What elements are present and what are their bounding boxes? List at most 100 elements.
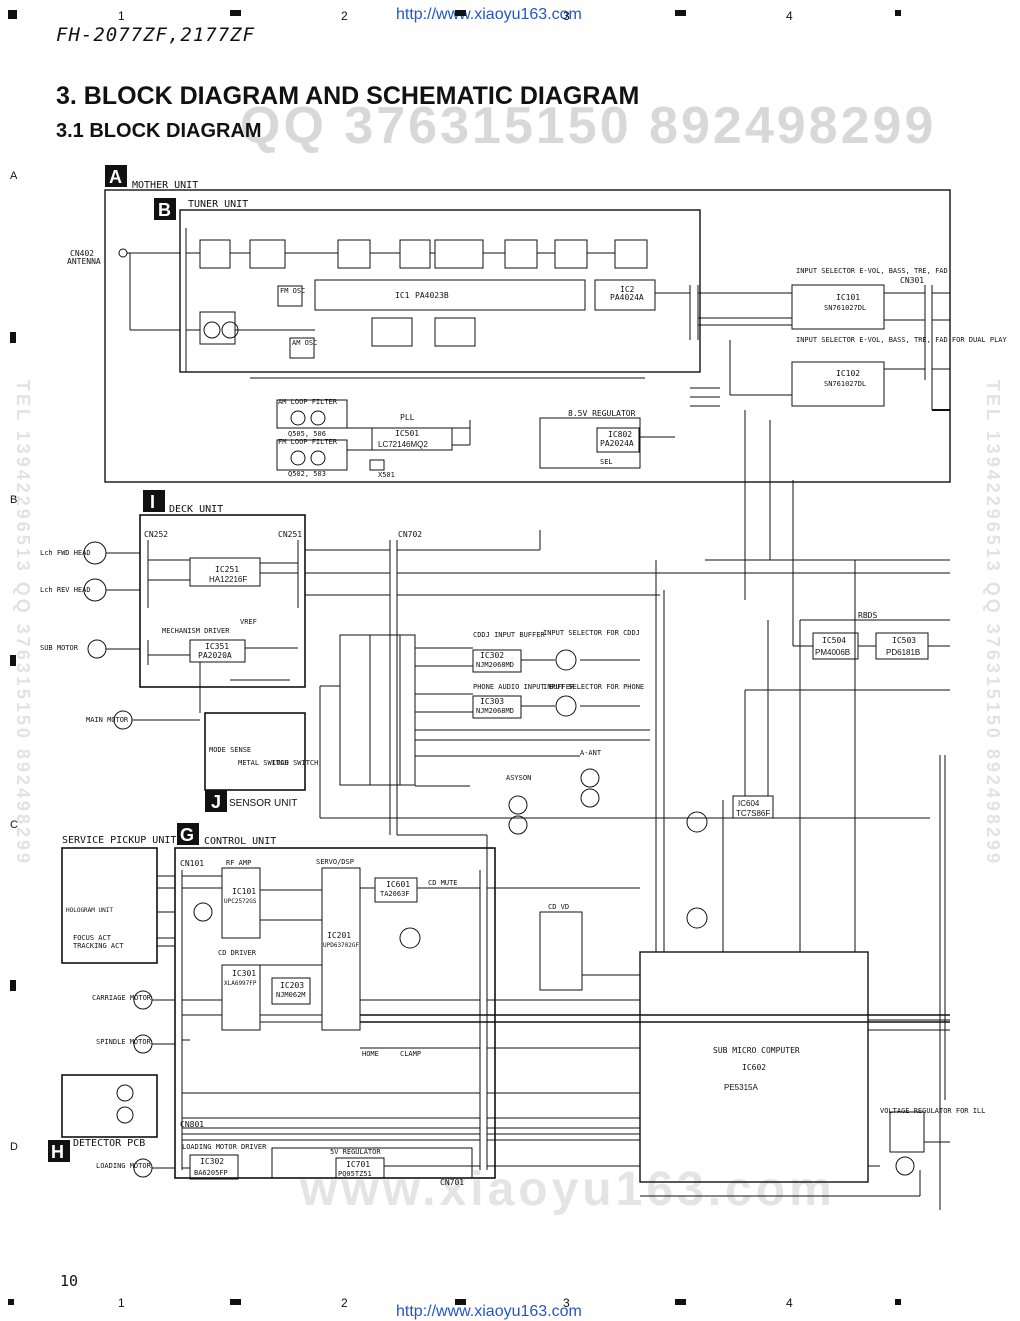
ruler-mark (8, 1299, 14, 1305)
am-osc-block (289, 337, 315, 359)
ic303-ref: IC303 (480, 697, 504, 706)
cn801-label: CN801 (180, 1120, 204, 1129)
ic501-block (371, 427, 453, 451)
cd-driver-label: CD DRIVER (218, 949, 257, 957)
hologram-label: HOLOGRAM UNIT (66, 907, 113, 914)
source-url-bottom: http://www.xiaoyu163.com (396, 1303, 582, 1320)
load-switch-label: LOAD SWITCH (272, 759, 318, 767)
ruler-mark (8, 10, 17, 19)
ic302-block (472, 649, 522, 673)
cn702-label: CN702 (398, 530, 422, 539)
pickup-unit-box (61, 847, 158, 964)
ic503-part: PD6181B (886, 648, 920, 657)
cn402-label: CN402 (70, 249, 94, 258)
vref-label: VREF (240, 618, 257, 626)
ic101-block (791, 284, 885, 330)
watermark-side-right: TEL 13942296513 QQ 376315150 892498299 (983, 380, 1003, 866)
q502-label: Q502, 503 (288, 470, 326, 478)
source-url-top: http://www.xiaoyu163.com (396, 6, 582, 23)
ic604-ref: IC604 (738, 799, 760, 808)
cd-vd-box (539, 911, 583, 991)
am-loop-box (276, 399, 348, 429)
ic351-part: PA2020A (198, 651, 232, 660)
ic604-part: TC7S86F (736, 809, 770, 818)
ic1-ref: IC1 (395, 291, 410, 300)
mother-unit-label: MOTHER UNIT (132, 180, 198, 191)
fm-osc-block (277, 285, 303, 307)
detector-pcb-box (61, 1074, 158, 1138)
sensor-unit-label: SENSOR UNIT (229, 798, 297, 809)
ruler-row-c: C (10, 819, 18, 831)
input-selector-1-label: INPUT SELECTOR E-VOL, BASS, TRE, FAD (796, 267, 948, 275)
clamp-label: CLAMP (400, 1050, 421, 1058)
loading-motor-label: LOADING MOTOR (96, 1162, 152, 1170)
ic1-part: PA4023B (415, 291, 449, 300)
ic201-part: UPD63702GF (323, 942, 360, 949)
ic701-part: PQ05TZ51 (338, 1170, 372, 1178)
ruler-mark (10, 332, 16, 343)
svg-text:I: I (150, 492, 155, 512)
ic601-ref: IC601 (386, 880, 410, 889)
ic601-block (374, 877, 418, 903)
ic203-ref: IC203 (280, 981, 304, 990)
main-motor-label: MAIN MOTOR (86, 716, 129, 724)
fm-loop-box (276, 439, 348, 471)
subsection-title: 3.1 BLOCK DIAGRAM (56, 120, 262, 142)
ic302-part: NJM2068MD (476, 661, 514, 669)
model-number: FH-2077ZF,2177ZF (56, 24, 256, 46)
deck-unit-box (139, 514, 306, 688)
ic251-part: HA12216F (209, 575, 247, 584)
a-ant-label: A-ANT (580, 749, 602, 757)
antenna-label: ANTENNA (67, 257, 101, 266)
ic302-ref: IC302 (480, 651, 504, 660)
unit-badges: A B I J G H (48, 165, 227, 1162)
svg-text:B: B (158, 200, 171, 220)
ic602-block (639, 951, 869, 1183)
mech-driver-label: MECHANISM DRIVER (162, 627, 230, 635)
ic802-part: PA2024A (600, 439, 634, 448)
ic101-cd-part: UPC2572GS (224, 898, 257, 905)
ruler-mark (455, 10, 466, 16)
fm-loop-label: FM LOOP FILTER (278, 438, 338, 446)
cd-mute-label: CD MUTE (428, 879, 458, 887)
ruler-col-4-bottom: 4 (786, 1296, 793, 1310)
cn101-label: CN101 (180, 859, 204, 868)
ic501-part: LC72146MQ2 (378, 440, 428, 449)
j3-connector (339, 634, 416, 786)
ruler-row-a: A (10, 170, 18, 182)
watermark-top: QQ 376315150 892498299 (240, 97, 937, 155)
ic802-ref: IC802 (608, 430, 632, 439)
x501-label: X501 (378, 471, 395, 479)
q505-label: Q505, 506 (288, 430, 326, 438)
ic101-part: SN761027DL (824, 304, 866, 312)
section-title: 3. BLOCK DIAGRAM AND SCHEMATIC DIAGRAM (56, 82, 640, 110)
cd-vd-label: CD VD (548, 903, 569, 911)
sub-motor-label: SUB MOTOR (40, 644, 79, 652)
metal-switch-label: METAL SWITCH (238, 759, 289, 767)
ic101-ref: IC101 (836, 293, 860, 302)
ic303-block (472, 695, 522, 719)
rf-amp-label: RF AMP (226, 859, 251, 867)
watermark-footer: www.xiaoyu163.com (300, 1163, 836, 1216)
ic351-block (189, 639, 246, 663)
ic302-loading-block (189, 1154, 239, 1180)
ic701-ref: IC701 (346, 1160, 370, 1169)
ruler-mark (895, 10, 901, 16)
ruler-row-d: D (10, 1141, 18, 1153)
ic102-part: SN761027DL (824, 380, 866, 388)
ic301-block (221, 964, 261, 1031)
sel-cddj-label: INPUT SELECTOR FOR CDDJ (543, 629, 640, 637)
page-number: 10 (60, 1272, 79, 1290)
svg-text:J: J (211, 792, 221, 812)
tracking-act-label: TRACKING ACT (73, 942, 124, 950)
ic504-part: PM4006B (815, 648, 850, 657)
svg-text:H: H (51, 1142, 64, 1162)
cn252-label: CN252 (144, 530, 168, 539)
fm-osc-label: FM OSC (280, 287, 305, 295)
ic102-block (791, 361, 885, 407)
ruler-mark (10, 655, 16, 666)
am-loop-label: AM LOOP FILTER (278, 398, 338, 406)
voltage-reg-label: VOLTAGE REGULATOR FOR ILL (880, 1107, 985, 1115)
cn701-label: CN701 (440, 1178, 464, 1187)
asyson-label: ASYSON (506, 774, 531, 782)
